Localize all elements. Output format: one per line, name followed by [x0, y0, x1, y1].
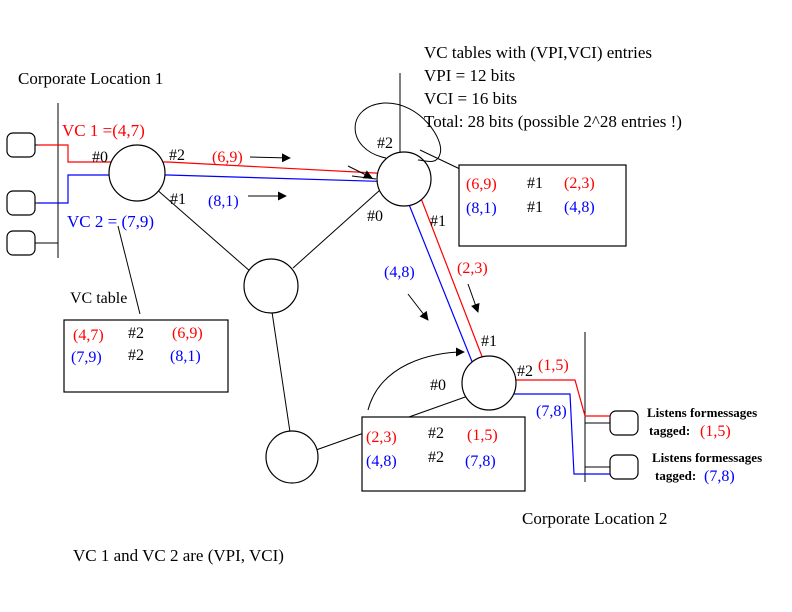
listener2-line2: tagged:: [655, 468, 696, 483]
location1-caption: Corporate Location 1: [18, 69, 163, 88]
listener2-line1: Listens formessages: [652, 450, 762, 465]
table2-row1-out: (2,3): [564, 175, 595, 192]
link-s4-s5: [271, 311, 291, 433]
table2-row2-port: #1: [527, 199, 543, 216]
link-s2-s4: [292, 189, 381, 269]
switch3-port2: #2: [517, 363, 533, 380]
vc-table-2: [458, 164, 627, 247]
link-label-blue-s3: (7,8): [536, 403, 567, 420]
link-label-red-s1: (6,9): [212, 149, 243, 166]
vc1-label: VC 1 =(4,7): [62, 121, 145, 140]
switch3-curve-arrow: [367, 347, 465, 411]
header-note-line4: Total: 28 bits (possible 2^28 entries !): [424, 112, 682, 131]
switch3-port1: #1: [481, 333, 497, 350]
switch2-port1: #1: [430, 213, 446, 230]
header-note-line2: VPI = 12 bits: [424, 66, 515, 85]
table2-row2-out: (4,8): [564, 199, 595, 216]
switch1-port2: #2: [169, 147, 185, 164]
switch3-port0: #0: [430, 377, 446, 394]
switch2-loop-tail: [351, 175, 377, 180]
host-computer-2: [6, 190, 36, 216]
switch-5: [265, 430, 319, 484]
link-label-red-s2: (2,3): [457, 260, 488, 277]
table1-row1-port: #2: [128, 325, 144, 342]
switch2-loop-arrow: [347, 165, 373, 179]
switch1-port0: #0: [92, 149, 108, 166]
listener1-value: (1,5): [700, 423, 731, 440]
switch2-port0: #0: [367, 208, 383, 225]
table1-row1-out: (6,9): [172, 325, 203, 342]
table1-row2-port: #2: [128, 347, 144, 364]
red-down-arrow: [467, 283, 480, 313]
link-s1-s4: [154, 187, 252, 273]
table3-row2-out: (7,8): [465, 453, 496, 470]
vc-table-1: [63, 319, 229, 393]
table3-row2-port: #2: [428, 449, 444, 466]
header-note-line1: VC tables with (VPI,VCI) entries: [424, 43, 652, 62]
table3-row1-out: (1,5): [467, 427, 498, 444]
footer-note: VC 1 and VC 2 are (VPI, VCI): [73, 546, 284, 565]
switch2-loop-arc: [354, 102, 442, 162]
switch-1: [108, 144, 166, 202]
host-computer-5: [609, 454, 639, 480]
table2-pointer-line: [419, 149, 463, 171]
table3-row2-in: (4,8): [366, 453, 397, 470]
table1-row2-in: (7,9): [71, 349, 102, 366]
host-computer-3: [6, 230, 36, 256]
listener2-value: (7,8): [704, 468, 735, 485]
vc-table-caption: VC table: [70, 290, 127, 307]
table1-row1-in: (4,7): [73, 327, 104, 344]
switch-3: [461, 355, 517, 411]
vc2-label: VC 2 = (7,9): [67, 212, 154, 231]
table2-row2-in: (8,1): [466, 200, 497, 217]
header-note-line3: VCI = 16 bits: [424, 89, 517, 108]
location2-caption: Corporate Location 2: [522, 509, 667, 528]
link-label-red-s3: (1,5): [538, 357, 569, 374]
table3-row1-in: (2,3): [366, 429, 397, 446]
blue-down-arrow: [407, 293, 429, 321]
switch1-port1: #1: [170, 191, 186, 208]
red-direction-arrow: [249, 153, 291, 163]
host-computer-4: [609, 410, 639, 436]
table2-row1-port: #1: [527, 175, 543, 192]
listener1-line1: Listens formessages: [647, 405, 757, 420]
switch2-port2: #2: [377, 135, 393, 152]
table1-pointer-line: [117, 225, 141, 315]
switch-2: [376, 151, 432, 207]
listener1-line2: tagged:: [649, 423, 690, 438]
host-computer-1: [6, 132, 36, 158]
table1-row2-out: (8,1): [170, 348, 201, 365]
link-label-blue-s1: (8,1): [208, 193, 239, 210]
switch-4: [243, 258, 299, 314]
vc-table-3: [361, 416, 526, 492]
link-label-blue-s2: (4,8): [384, 264, 415, 281]
table3-row1-port: #2: [428, 425, 444, 442]
table2-row1-in: (6,9): [466, 176, 497, 193]
